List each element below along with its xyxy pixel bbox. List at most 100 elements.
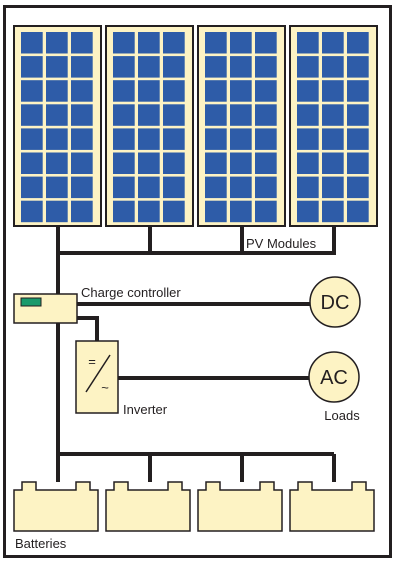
pv-cell bbox=[347, 176, 369, 199]
pv-cell bbox=[322, 56, 344, 78]
pv-cell bbox=[347, 80, 369, 102]
pv-cell bbox=[297, 32, 319, 54]
pv-cell bbox=[230, 200, 252, 223]
pv-cell bbox=[205, 104, 227, 126]
pv-cell bbox=[46, 200, 68, 223]
pv-cell bbox=[71, 32, 93, 54]
pv-wiring bbox=[56, 226, 336, 454]
pv-cell bbox=[230, 176, 252, 199]
pv-cell bbox=[46, 32, 68, 54]
pv-cell bbox=[255, 56, 277, 78]
pv-cell bbox=[205, 128, 227, 150]
battery bbox=[197, 481, 283, 532]
pv-cell bbox=[205, 80, 227, 102]
pv-cell bbox=[297, 128, 319, 150]
pv-cell bbox=[297, 104, 319, 126]
dc-label: DC bbox=[321, 292, 350, 314]
pv-cell bbox=[46, 128, 68, 150]
pv-cell bbox=[113, 128, 135, 150]
pv-cell bbox=[138, 176, 160, 199]
charge-controller-indicator-icon bbox=[20, 297, 42, 307]
pv-cell bbox=[205, 56, 227, 78]
pv-cell bbox=[113, 32, 135, 54]
pv-cell bbox=[46, 104, 68, 126]
ac-label: AC bbox=[320, 367, 348, 389]
pv-cell bbox=[347, 104, 369, 126]
inverter: = ~ bbox=[75, 340, 119, 414]
pv-cell bbox=[205, 200, 227, 223]
battery bbox=[13, 481, 99, 532]
pv-cell bbox=[163, 104, 185, 126]
pv-cell bbox=[138, 32, 160, 54]
pv-cell bbox=[163, 128, 185, 150]
pv-modules-label: PV Modules bbox=[246, 236, 317, 251]
pv-cell bbox=[138, 128, 160, 150]
pv-cell bbox=[297, 80, 319, 102]
pv-cell bbox=[322, 128, 344, 150]
pv-cell bbox=[21, 128, 43, 150]
pv-cell bbox=[138, 56, 160, 78]
controller-inverter-wire bbox=[77, 316, 99, 341]
pv-cell bbox=[297, 56, 319, 78]
pv-cell bbox=[71, 80, 93, 102]
pv-cell bbox=[138, 104, 160, 126]
pv-cell bbox=[163, 56, 185, 78]
pv-cell bbox=[205, 152, 227, 174]
pv-cell bbox=[113, 200, 135, 223]
charge-controller bbox=[13, 293, 78, 324]
pv-cell bbox=[163, 200, 185, 223]
pv-cell bbox=[113, 104, 135, 126]
pv-cell bbox=[138, 152, 160, 174]
pv-cell bbox=[230, 152, 252, 174]
ac-load: AC bbox=[308, 351, 360, 403]
pv-cell bbox=[255, 200, 277, 223]
pv-cell bbox=[347, 32, 369, 54]
pv-cell bbox=[163, 80, 185, 102]
battery-bank bbox=[13, 481, 375, 532]
pv-cell bbox=[46, 80, 68, 102]
pv-cell bbox=[255, 128, 277, 150]
pv-cell bbox=[297, 176, 319, 199]
pv-cell bbox=[163, 152, 185, 174]
pv-cell bbox=[230, 56, 252, 78]
pv-cell bbox=[21, 104, 43, 126]
pv-cell bbox=[71, 200, 93, 223]
pv-cell bbox=[322, 32, 344, 54]
pv-cell bbox=[347, 152, 369, 174]
pv-cell bbox=[138, 200, 160, 223]
pv-cell bbox=[113, 176, 135, 199]
pv-bus-wire bbox=[56, 226, 336, 255]
pv-cell bbox=[230, 80, 252, 102]
pv-cell bbox=[205, 176, 227, 199]
pv-cell bbox=[255, 80, 277, 102]
pv-cell bbox=[71, 104, 93, 126]
pv-cell bbox=[347, 200, 369, 223]
pv-cell bbox=[230, 104, 252, 126]
pv-cell bbox=[46, 152, 68, 174]
battery bbox=[105, 481, 191, 532]
pv-cell bbox=[322, 80, 344, 102]
pv-cell bbox=[113, 152, 135, 174]
loads-label: Loads bbox=[324, 408, 360, 423]
pv-cell bbox=[322, 200, 344, 223]
pv-cell bbox=[21, 200, 43, 223]
dc-load: DC bbox=[309, 276, 361, 328]
pv-cell bbox=[347, 56, 369, 78]
pv-cell bbox=[138, 80, 160, 102]
pv-cell bbox=[46, 176, 68, 199]
pv-cell bbox=[113, 56, 135, 78]
pv-cell bbox=[21, 56, 43, 78]
pv-cell bbox=[21, 32, 43, 54]
pv-cell bbox=[255, 104, 277, 126]
pv-cell bbox=[113, 80, 135, 102]
pv-array bbox=[13, 25, 378, 227]
pv-cell bbox=[230, 128, 252, 150]
pv-cell bbox=[297, 200, 319, 223]
pv-cell bbox=[322, 152, 344, 174]
pv-cell bbox=[71, 56, 93, 78]
pv-cell bbox=[255, 176, 277, 199]
pv-cell bbox=[21, 176, 43, 199]
pv-cell bbox=[71, 176, 93, 199]
pv-cell bbox=[46, 56, 68, 78]
